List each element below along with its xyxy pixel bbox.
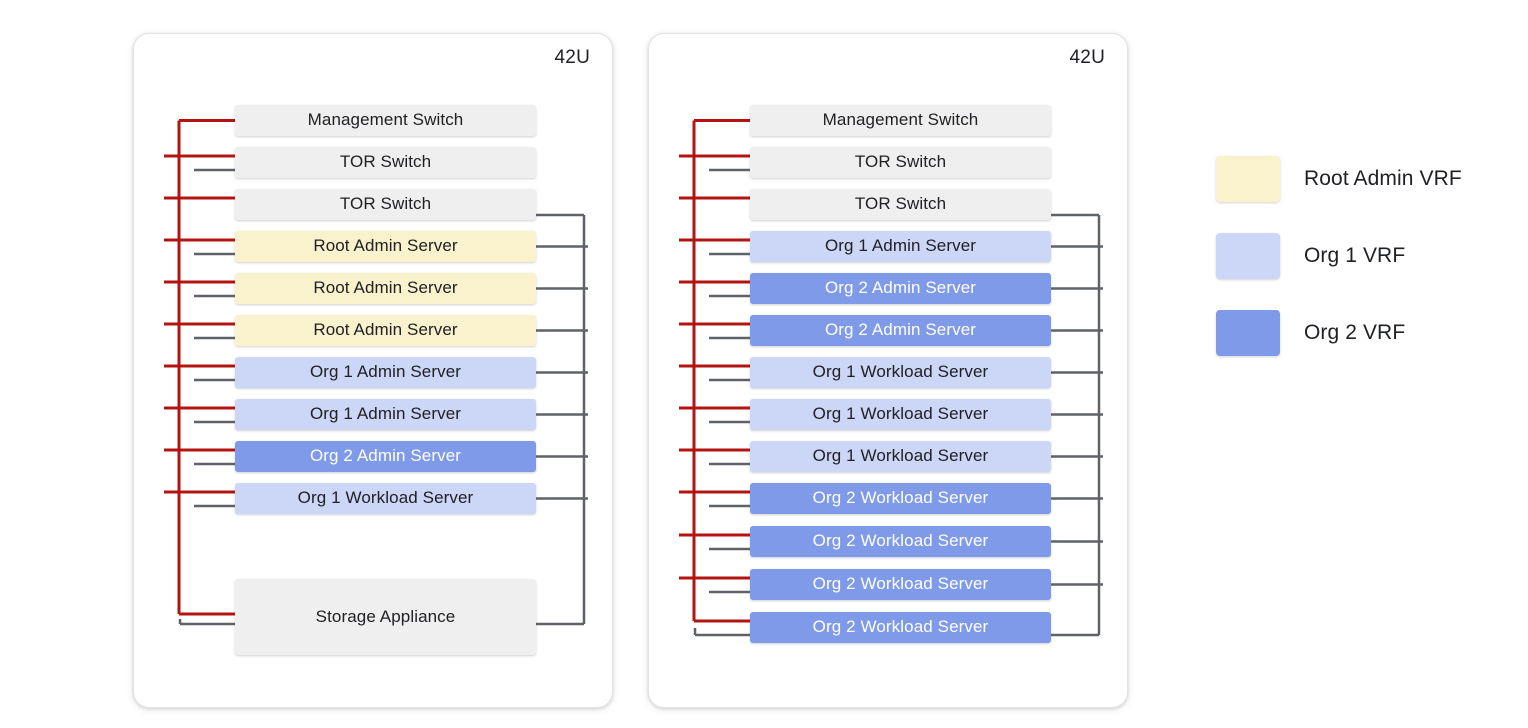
rack-device[interactable]: Org 2 Workload Server [750, 612, 1051, 643]
rack-device[interactable]: Root Admin Server [235, 315, 536, 346]
legend-item-label: Root Admin VRF [1304, 166, 1462, 190]
rack-device[interactable]: TOR Switch [750, 189, 1051, 220]
legend-item: Org 1 VRF [1216, 217, 1506, 294]
rack-device[interactable]: Org 1 Admin Server [235, 357, 536, 388]
rack-device[interactable]: TOR Switch [235, 189, 536, 220]
rack-device[interactable]: Storage Appliance [235, 579, 536, 655]
rack-device[interactable]: Org 1 Admin Server [235, 399, 536, 430]
legend-item-label: Org 1 VRF [1304, 243, 1406, 267]
rack-device[interactable]: Org 1 Admin Server [750, 231, 1051, 262]
rack-device[interactable]: Org 2 Admin Server [235, 441, 536, 472]
rack-device[interactable]: TOR Switch [750, 147, 1051, 178]
rack-device[interactable]: Org 2 Workload Server [750, 483, 1051, 514]
rack-device[interactable]: Management Switch [750, 105, 1051, 136]
rack-device[interactable]: Org 2 Workload Server [750, 526, 1051, 557]
vrf-legend: Root Admin VRF Org 1 VRF Org 2 VRF [1216, 140, 1506, 371]
legend-item: Root Admin VRF [1216, 140, 1506, 217]
rack-device[interactable]: Org 1 Workload Server [235, 483, 536, 514]
rack-capacity-label: 42U [554, 47, 590, 68]
rack-device[interactable]: TOR Switch [235, 147, 536, 178]
legend-color-swatch [1216, 309, 1280, 356]
rack-capacity-label: 42U [1069, 47, 1105, 68]
rack-device[interactable]: Org 1 Workload Server [750, 399, 1051, 430]
rack-device[interactable]: Org 2 Admin Server [750, 273, 1051, 304]
legend-item: Org 2 VRF [1216, 294, 1506, 371]
legend-item-label: Org 2 VRF [1304, 320, 1406, 344]
rack-device[interactable]: Root Admin Server [235, 231, 536, 262]
legend-color-swatch [1216, 155, 1280, 202]
rack-device[interactable]: Org 1 Workload Server [750, 441, 1051, 472]
rack-device[interactable]: Org 2 Admin Server [750, 315, 1051, 346]
legend-color-swatch [1216, 232, 1280, 279]
rack-device[interactable]: Management Switch [235, 105, 536, 136]
rack-device[interactable]: Org 2 Workload Server [750, 569, 1051, 600]
rack-device[interactable]: Root Admin Server [235, 273, 536, 304]
rack-device[interactable]: Org 1 Workload Server [750, 357, 1051, 388]
